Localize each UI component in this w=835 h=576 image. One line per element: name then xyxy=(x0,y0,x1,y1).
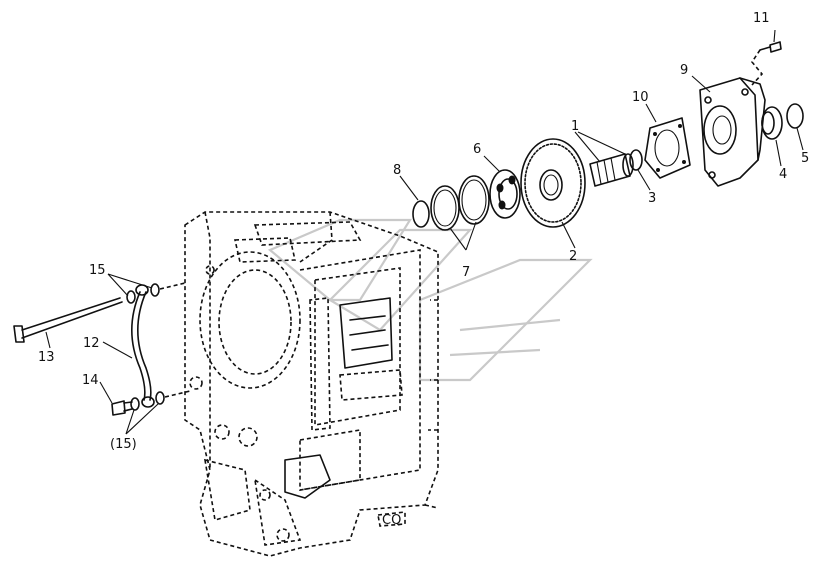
transmission-housing xyxy=(184,211,439,557)
watermark-logo xyxy=(267,218,593,382)
callout-1: 1 xyxy=(571,119,579,134)
callout-4: 4 xyxy=(779,167,787,182)
gear-2 xyxy=(520,138,586,228)
callout-8: 8 xyxy=(393,163,401,178)
callout-10: 10 xyxy=(632,90,649,105)
o-ring-5 xyxy=(786,103,804,129)
cover-9 xyxy=(699,77,766,187)
bearing-4 xyxy=(761,106,783,140)
callout-14: 14 xyxy=(82,373,99,388)
callout-13: 13 xyxy=(38,350,55,365)
assembly-lines xyxy=(159,282,191,398)
shaft-1 xyxy=(589,153,634,187)
bearing-6 xyxy=(489,169,521,219)
bolt-14 xyxy=(111,400,133,416)
o-ring-3 xyxy=(629,149,643,171)
callout-6: 6 xyxy=(473,142,481,157)
housing-mark: CQ xyxy=(382,513,401,528)
snap-rings-7 xyxy=(430,175,490,231)
leader-lines xyxy=(45,29,804,435)
dipstick-13 xyxy=(13,297,123,343)
washers-15 xyxy=(126,283,165,411)
callout-12: 12 xyxy=(83,336,100,351)
callout-5: 5 xyxy=(801,151,809,166)
callout-11: 11 xyxy=(753,11,770,26)
callout-labels: 1 2 3 4 5 6 7 8 9 10 11 12 13 14 15 (15) xyxy=(38,11,809,452)
callout-15: 15 xyxy=(89,263,106,278)
tube-12 xyxy=(130,284,155,408)
gasket-10 xyxy=(644,117,691,179)
callout-9: 9 xyxy=(680,63,688,78)
callout-15-paren: (15) xyxy=(110,437,137,452)
callout-7: 7 xyxy=(462,265,470,280)
callout-2: 2 xyxy=(569,249,577,264)
callout-3: 3 xyxy=(648,191,656,206)
o-ring-8 xyxy=(412,200,430,228)
bolt-11 xyxy=(751,41,782,86)
